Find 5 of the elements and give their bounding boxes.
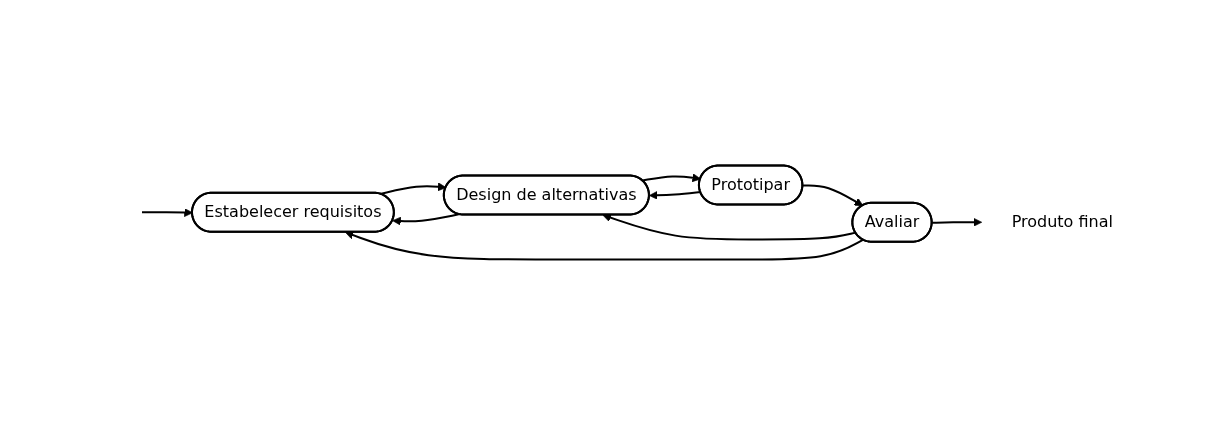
arrow	[391, 213, 460, 226]
node-text: Produto final	[1011, 212, 1113, 232]
arrow	[801, 184, 863, 207]
arrow	[344, 230, 864, 261]
arrow	[601, 213, 857, 241]
